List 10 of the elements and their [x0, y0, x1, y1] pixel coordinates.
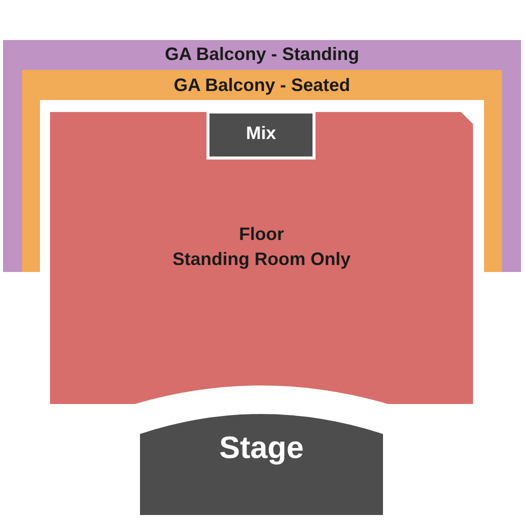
section-label: GA Balcony - Standing — [164, 44, 360, 65]
section-label: Mix — [244, 123, 277, 144]
balcony-section — [22, 70, 502, 272]
floor-section — [50, 112, 473, 404]
mix-booth — [208, 112, 314, 158]
stage-label: Stage — [218, 430, 305, 466]
section-label: Floor — [238, 224, 285, 245]
balcony-section — [3, 40, 521, 272]
section-label: Standing Room Only — [172, 249, 352, 270]
section-label: GA Balcony - Seated — [172, 75, 352, 96]
